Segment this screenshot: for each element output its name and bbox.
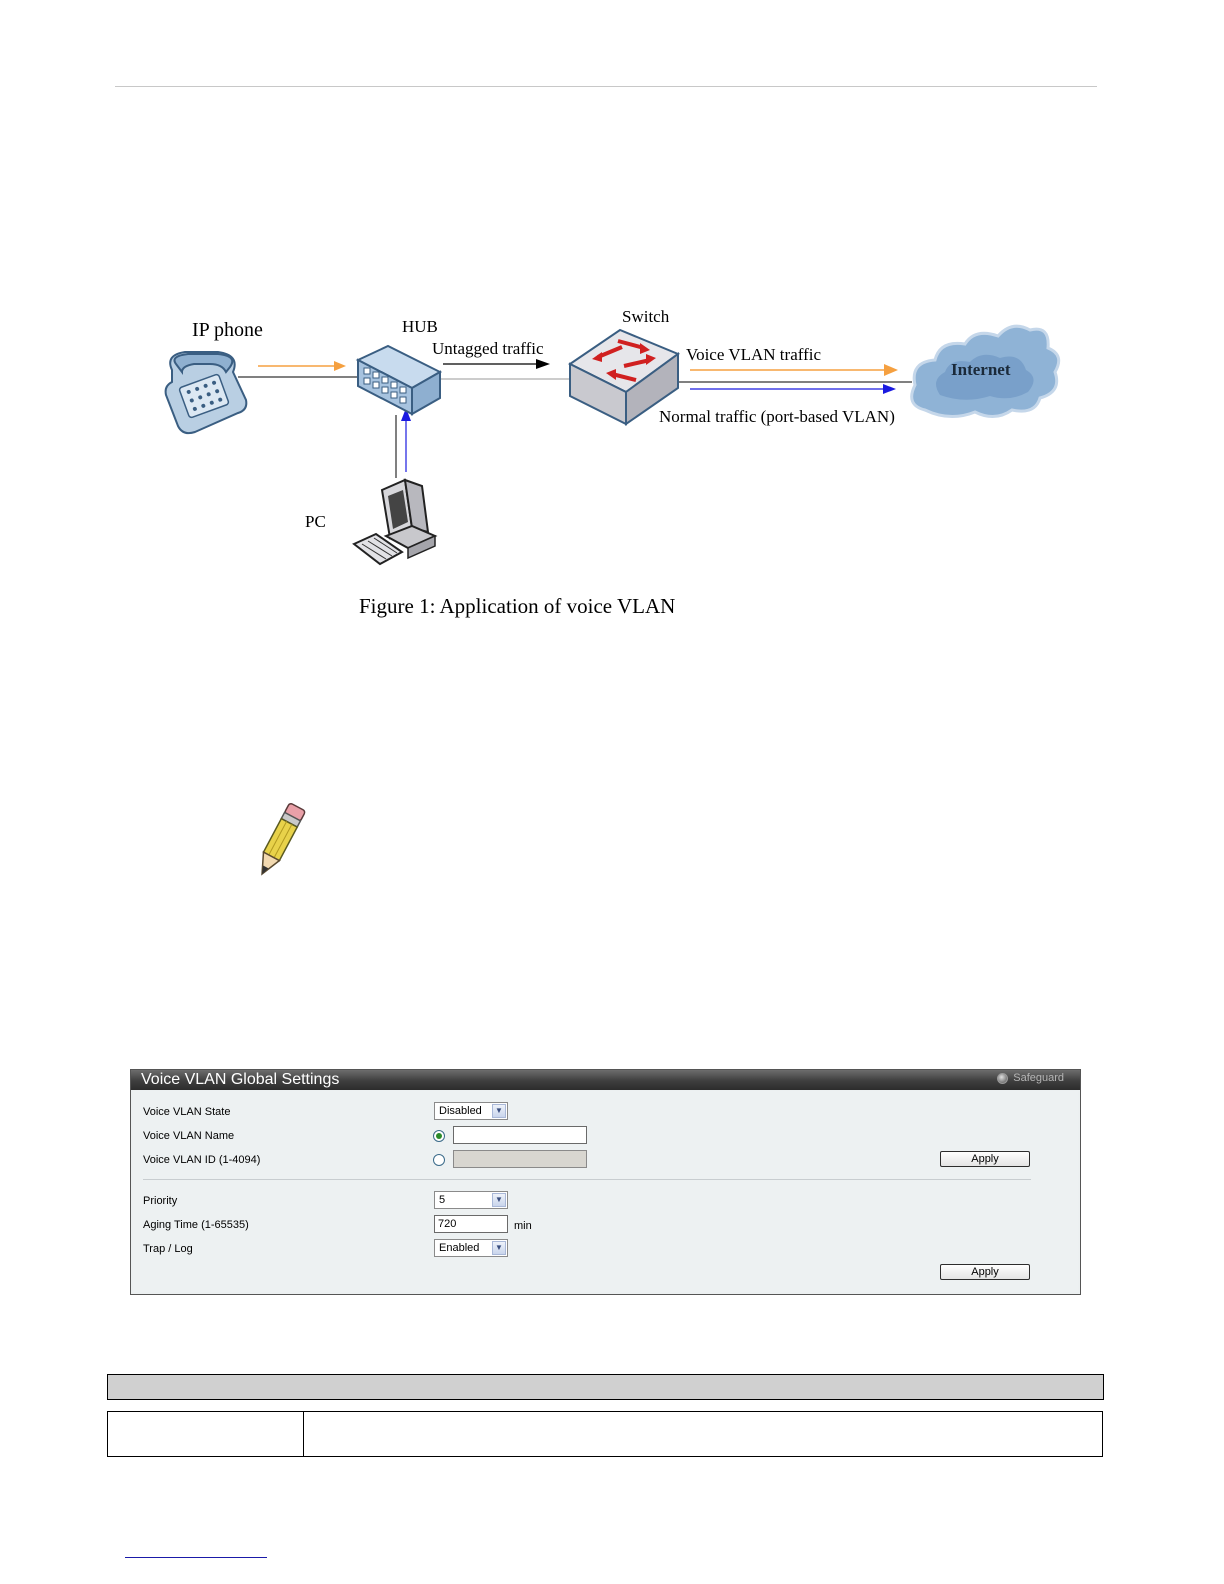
ip-phone-icon <box>164 351 248 435</box>
table-column-divider <box>303 1412 304 1456</box>
label-voice-traffic: Voice VLAN traffic <box>686 345 821 364</box>
parameter-table-row <box>107 1411 1103 1457</box>
voice-vlan-id-radio[interactable] <box>433 1154 445 1166</box>
pencil-note-icon <box>261 802 306 876</box>
voice-vlan-name-label: Voice VLAN Name <box>143 1130 235 1142</box>
chevron-down-icon: ▼ <box>492 1104 506 1118</box>
footer-link-underline <box>125 1557 267 1558</box>
voice-vlan-name-input[interactable] <box>453 1126 587 1144</box>
apply-button-top[interactable]: Apply <box>940 1151 1030 1167</box>
safeguard-label: Safeguard <box>1013 1072 1064 1084</box>
aging-time-input[interactable]: 720 <box>434 1215 508 1233</box>
panel-body: Voice VLAN State Disabled ▼ Voice VLAN N… <box>133 1091 1078 1292</box>
section-divider <box>143 1179 1031 1180</box>
pc-icon <box>352 478 438 566</box>
pc-arrow <box>401 408 411 472</box>
voice-vlan-id-input[interactable] <box>453 1150 587 1168</box>
aging-time-unit: min <box>514 1220 532 1232</box>
voice-arrow-phone <box>258 361 346 371</box>
voice-vlan-state-select[interactable]: Disabled ▼ <box>434 1102 508 1120</box>
hub-icon <box>355 344 443 416</box>
header-rule <box>115 86 1097 87</box>
voice-vlan-diagram: IP phone HUB Untagged traffic Switch Voi… <box>164 307 1061 566</box>
label-internet: Internet <box>951 360 1011 379</box>
safeguard-indicator: Safeguard <box>997 1072 1064 1084</box>
voice-vlan-settings-panel: Voice VLAN Global Settings Safeguard Voi… <box>130 1069 1081 1295</box>
label-switch: Switch <box>622 307 670 326</box>
label-hub: HUB <box>402 317 438 336</box>
trap-log-label: Trap / Log <box>143 1243 193 1255</box>
trap-log-value: Enabled <box>439 1242 480 1254</box>
voice-vlan-state-label: Voice VLAN State <box>143 1106 231 1118</box>
internet-cloud-icon <box>910 324 1061 418</box>
chevron-down-icon: ▼ <box>492 1241 506 1255</box>
voice-vlan-id-label: Voice VLAN ID (1-4094) <box>143 1154 261 1166</box>
voice-vlan-state-value: Disabled <box>439 1105 482 1117</box>
aging-time-label: Aging Time (1-65535) <box>143 1219 249 1231</box>
panel-header: Voice VLAN Global Settings Safeguard <box>131 1070 1080 1090</box>
panel-title: Voice VLAN Global Settings <box>141 1071 340 1088</box>
trap-log-select[interactable]: Enabled ▼ <box>434 1239 508 1257</box>
voice-vlan-arrow <box>690 364 898 376</box>
label-pc: PC <box>305 512 326 531</box>
label-untagged: Untagged traffic <box>432 339 544 358</box>
apply-button-bottom[interactable]: Apply <box>940 1264 1030 1280</box>
safeguard-icon <box>997 1072 1009 1084</box>
priority-value: 5 <box>439 1194 446 1206</box>
voice-vlan-name-radio[interactable] <box>433 1130 445 1142</box>
normal-traffic-arrow <box>690 384 896 394</box>
priority-label: Priority <box>143 1195 178 1207</box>
figure-caption: Figure 1: Application of voice VLAN <box>359 594 676 618</box>
switch-icon <box>568 328 681 426</box>
priority-select[interactable]: 5 ▼ <box>434 1191 508 1209</box>
untagged-arrow <box>443 359 550 369</box>
label-normal-traffic: Normal traffic (port-based VLAN) <box>659 407 895 426</box>
chevron-down-icon: ▼ <box>492 1193 506 1207</box>
parameter-table-header <box>107 1374 1104 1400</box>
label-ip-phone: IP phone <box>192 319 263 341</box>
